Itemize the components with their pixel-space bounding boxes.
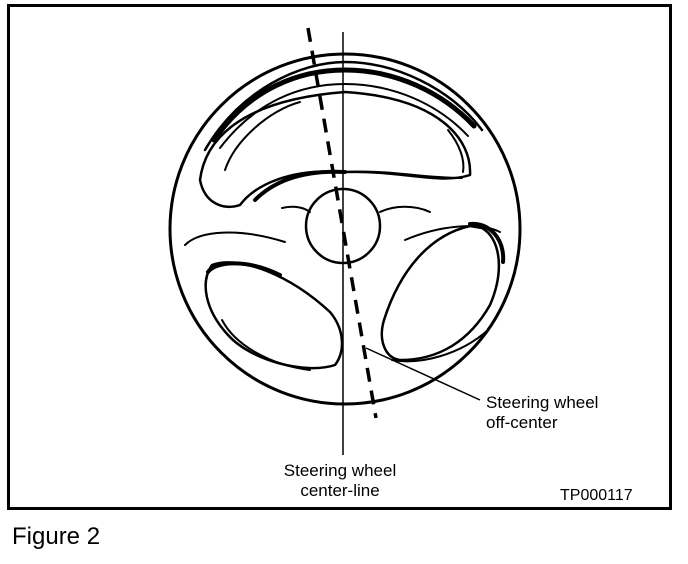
center-line-label-line2: center-line — [300, 481, 380, 500]
off-center-label-line2: off-center — [486, 413, 558, 432]
center-line-label: Steering wheel center-line — [240, 461, 440, 501]
center-line-label-line1: Steering wheel — [283, 461, 397, 480]
off-center-line — [306, 27, 378, 419]
steering-wheel-icon — [168, 52, 522, 406]
figure-code: TP000117 — [560, 487, 633, 504]
off-center-leader — [365, 347, 481, 401]
figure-frame — [7, 4, 672, 510]
off-center-label-line1: Steering wheel — [486, 393, 599, 412]
figure-caption: Figure 2 — [12, 523, 101, 550]
off-center-label: Steering wheel off-center — [486, 393, 598, 433]
